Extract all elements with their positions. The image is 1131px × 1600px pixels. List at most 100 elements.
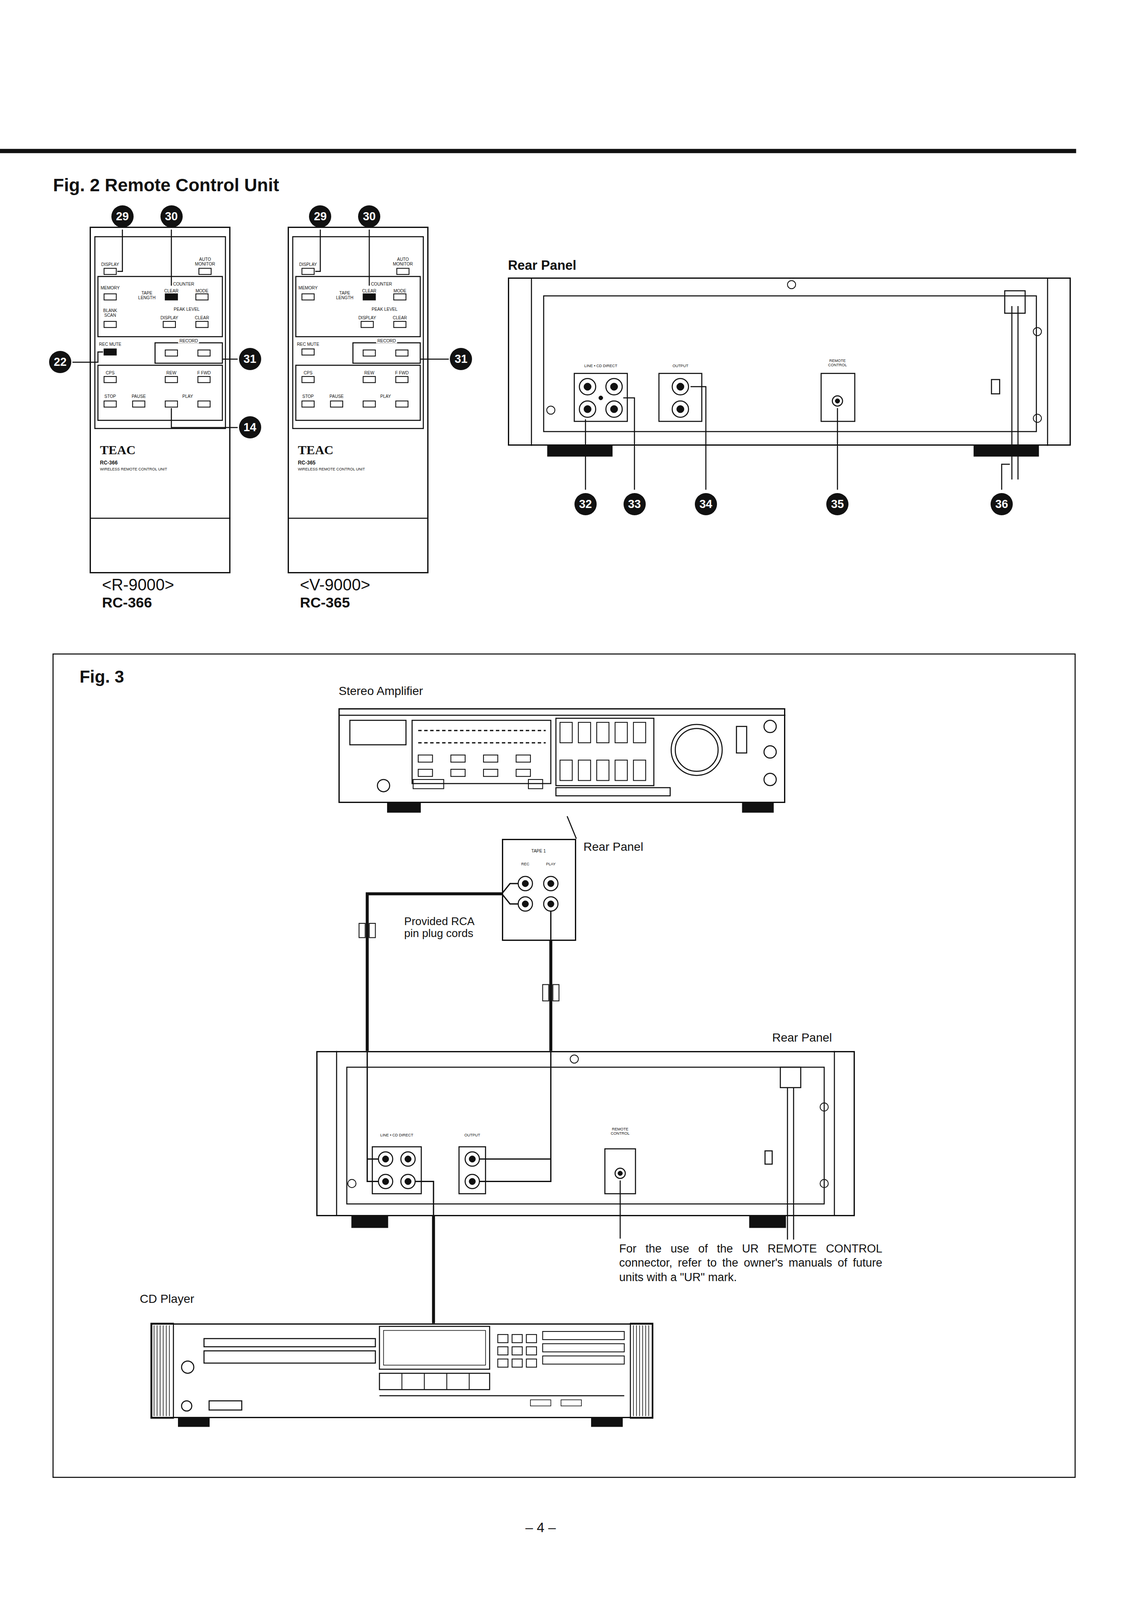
figure-frame [52,653,1076,1478]
button-label: CLEAR [361,288,377,294]
amp-switch [450,754,465,763]
button-label: CPS [105,370,115,376]
amp-volume-knob [671,724,723,776]
cd-display [379,1326,490,1369]
rca-plug [369,923,376,938]
cd-button [526,1358,537,1367]
cd-button-strip [379,1372,490,1390]
remote-button [104,293,117,300]
remote-button [393,321,407,328]
wood-grain [645,1325,647,1417]
cutaway-line [567,816,577,839]
jack-label: LINE • CD DIRECT [584,364,618,369]
button-label: DISPLAY [160,315,179,321]
cd-button [526,1334,537,1343]
screw [347,1179,356,1188]
button-label: MEMORY [298,285,318,291]
note-text: For the use of the UR REMOTE CONTROL con… [619,1241,883,1285]
remote-button [301,376,315,383]
remote-button [165,349,178,356]
leader-line [368,229,371,286]
button-label: DISPLAY [101,262,120,267]
cd-button [497,1334,508,1343]
callout-number: 31 [239,347,262,371]
wood-grain [632,1325,634,1417]
transport-group [97,365,223,421]
remote-button [361,321,374,328]
amp-button-strip [556,787,671,796]
leader-line [170,229,172,286]
remote-button [363,400,376,407]
rca-jack-core [547,880,554,887]
button-label: PAUSE [329,393,344,399]
device-caption: CD Player [139,1292,195,1306]
rca-jack-core [617,1170,623,1176]
amp-meter-scale [418,729,546,732]
remote-button [104,400,117,407]
rca-jack [832,395,843,406]
amp-level-bar [559,760,573,781]
transport-group [295,365,421,421]
leader-line [585,419,587,490]
remote-button [395,376,409,383]
side-cheek [833,1050,836,1216]
amp-switch [483,769,498,777]
rca-jack-core [404,1177,412,1185]
screw [820,1179,829,1188]
jack-label: OUTPUT [464,1133,481,1138]
jack-label: PLAY [545,862,556,867]
cd-button [526,1346,537,1355]
cord-holder [780,1066,801,1088]
cd-button [181,1400,192,1411]
button-label: TAPE LENGTH [136,290,158,301]
amp-level-panel [556,718,654,786]
button-label: CLEAR [392,315,407,321]
amp-level-bar [596,760,610,781]
remote-button [395,400,409,407]
cable [479,1158,551,1160]
amp-level-bar [633,722,646,743]
screw [820,1102,829,1111]
power-cord [1017,306,1019,480]
amp-switch [450,769,465,777]
amp-switch [483,754,498,763]
cable-label: Provided RCA pin plug cords [402,915,489,940]
screw [1033,413,1042,423]
button-label: CLEAR [195,315,210,321]
power-cord [787,1087,789,1240]
power-cord [1011,306,1013,480]
screw [546,405,555,414]
foot [178,1417,210,1426]
jack-label: REC [521,862,530,867]
device-caption: Stereo Amplifier [338,684,423,698]
brand-name: TEAC [297,442,334,457]
cable [549,940,553,1051]
power-cord [792,1087,795,1240]
foot [547,445,613,456]
foot [591,1417,623,1426]
callout-number: 32 [574,492,597,516]
button-label: RECORD [177,338,199,344]
wood-grain [166,1325,167,1417]
button-label: COUNTER [370,281,392,287]
rca-jack [543,876,558,891]
leader-line [623,397,635,490]
amp-switch [418,754,433,763]
leader-line [619,1180,621,1239]
rca-jack [465,1174,480,1189]
remote-button [104,376,117,383]
remote-seam [89,517,231,519]
remote-control: <V-9000>RC-365 [287,226,429,574]
rca-plug [552,984,559,1001]
amp-level-bar [578,760,591,781]
button-label: PAUSE [131,393,146,399]
plug-lead [501,883,519,894]
remote-button [395,349,409,356]
cord-holder [1004,290,1026,314]
rca-jack [378,1174,393,1189]
callout-number: 30 [160,205,183,228]
rca-jack [543,896,558,911]
rca-jack [579,400,596,417]
